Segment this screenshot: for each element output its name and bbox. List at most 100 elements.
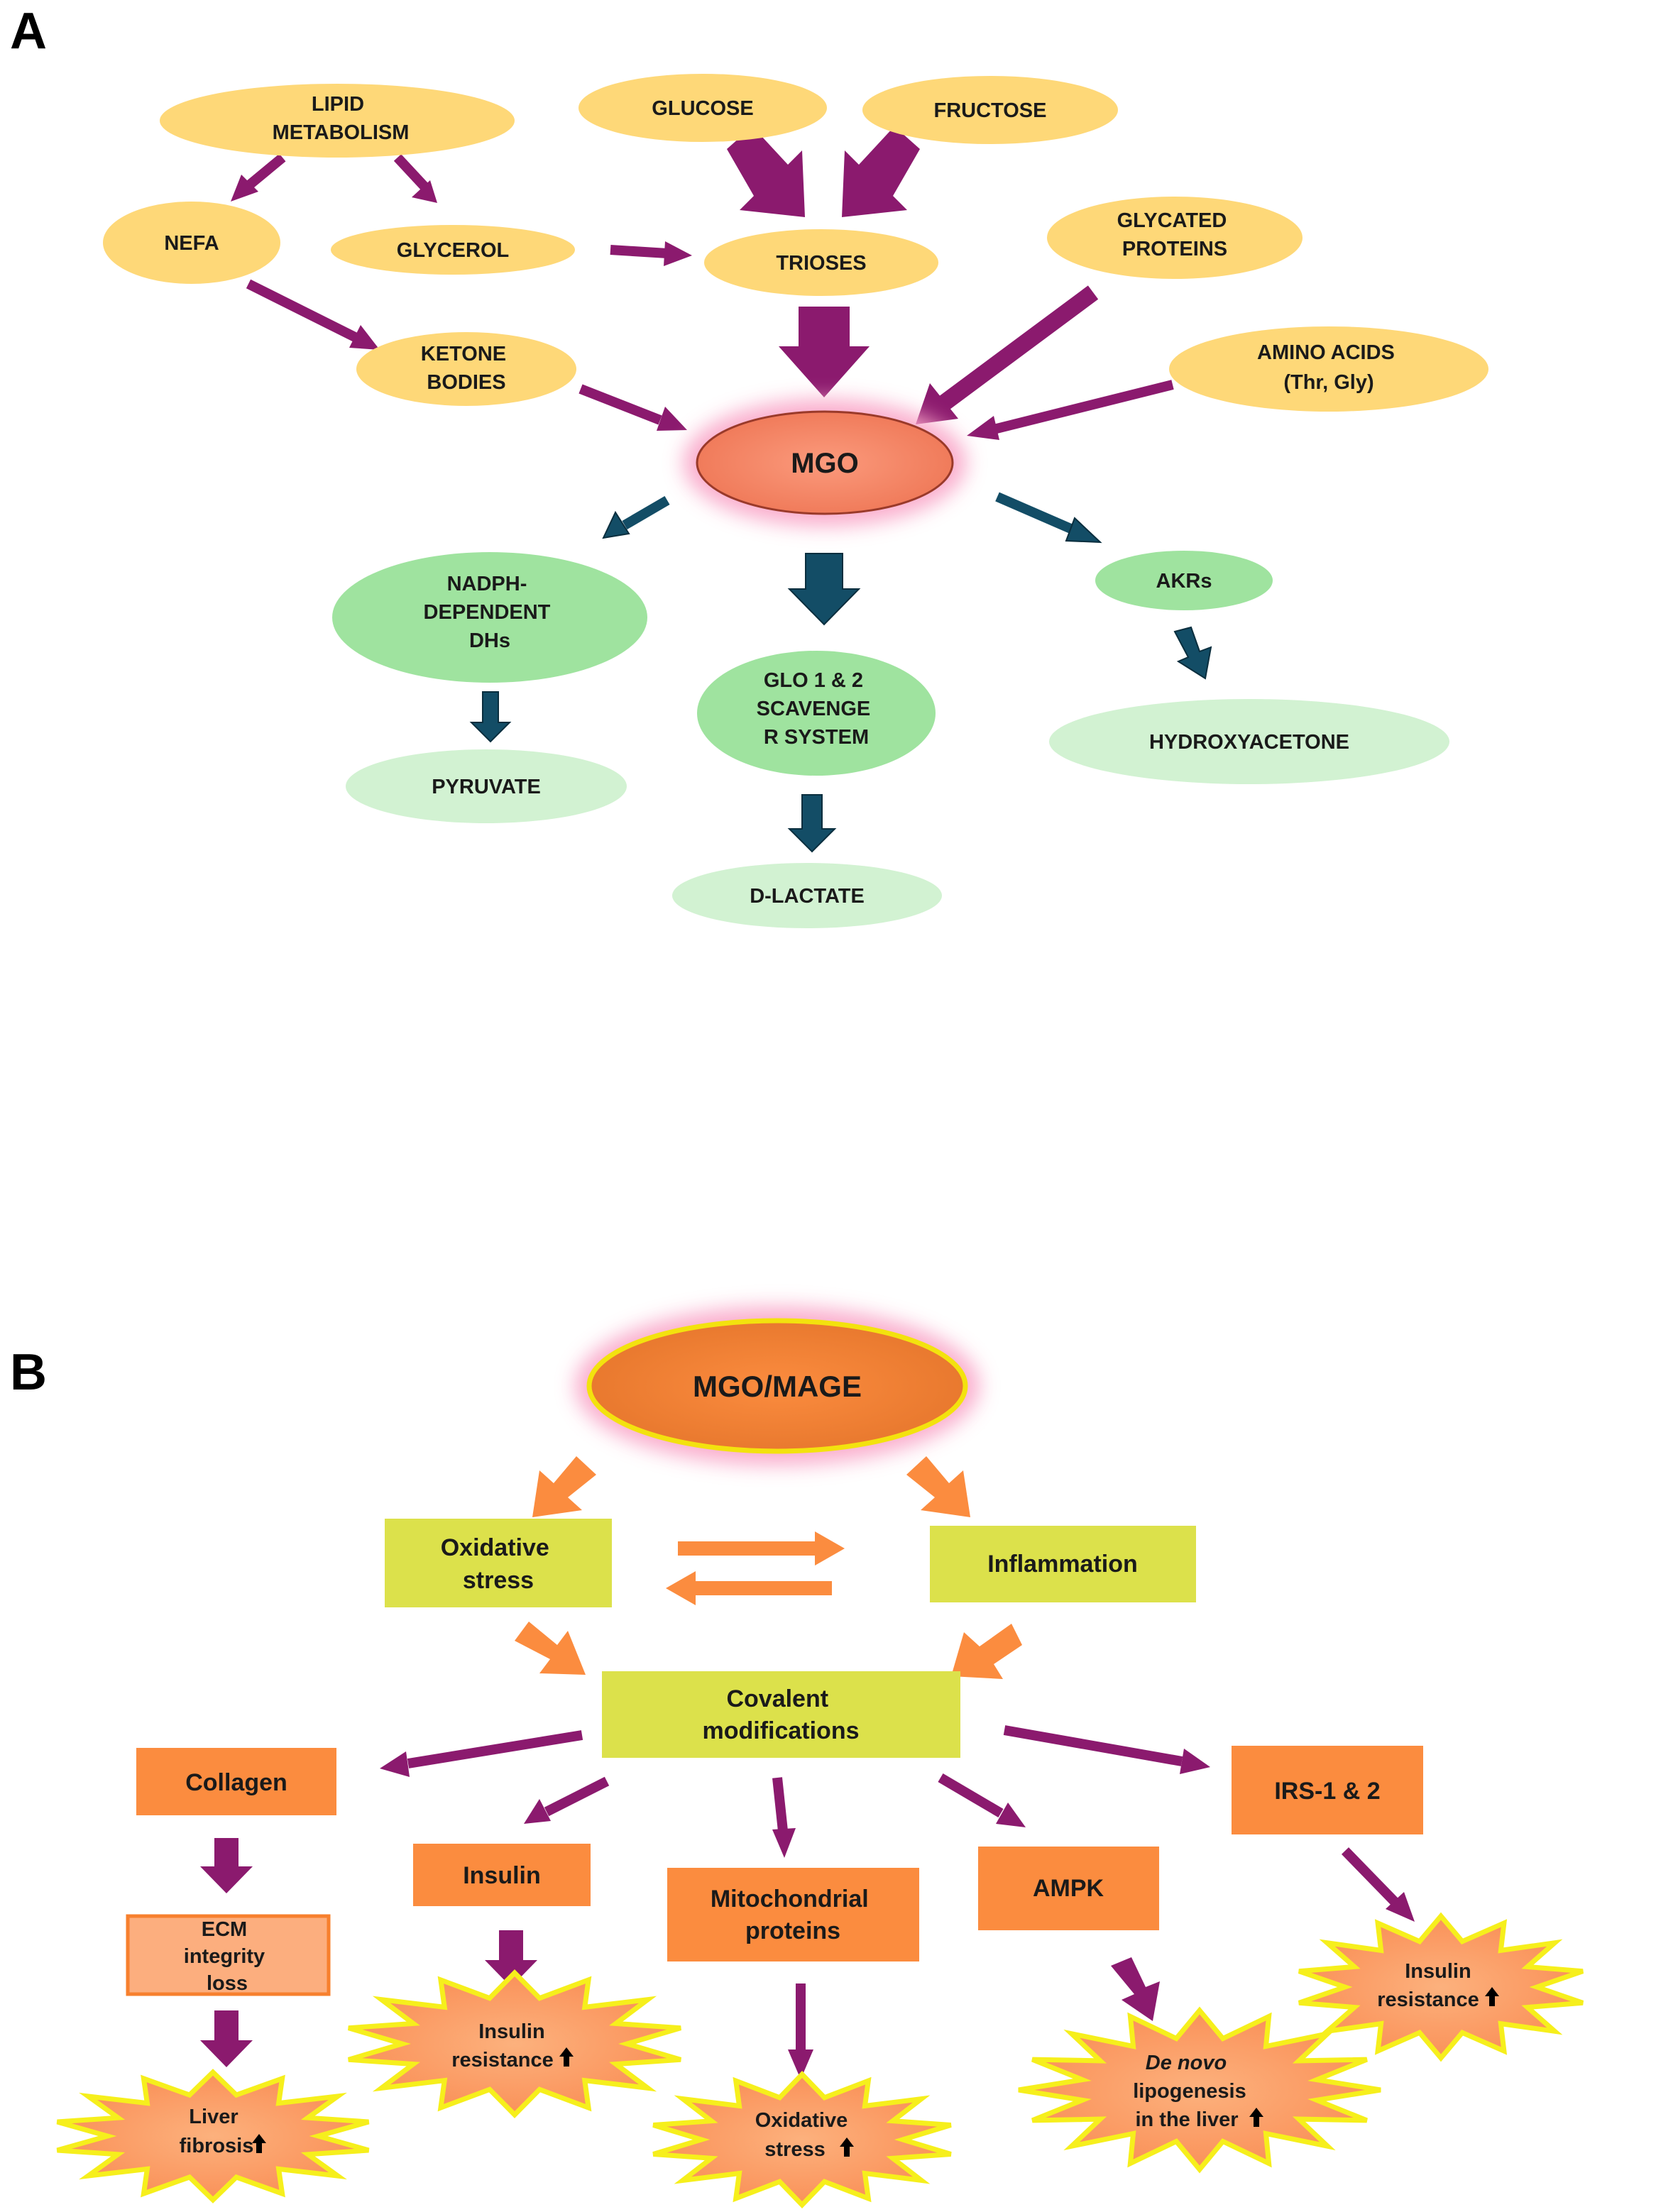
node-mitochondrial-proteins-label: Mitochondrial proteins bbox=[711, 1886, 875, 1944]
panel-b-nodes: MGO/MAGE Oxidative stress Inflammation C… bbox=[56, 1306, 1584, 2209]
outcome-insulin-resistance-insulin-up-icon bbox=[559, 2047, 574, 2067]
node-glo-scavenger-label: GLO 1 & 2 SCAVENGE R SYSTEM bbox=[757, 669, 877, 749]
node-mgo-mage-label: MGO/MAGE bbox=[693, 1370, 862, 1403]
arrow-mgo-glo bbox=[787, 553, 861, 626]
node-d-lactate-label: D-LACTATE bbox=[750, 885, 865, 908]
arrow-infl-to-ox bbox=[666, 1571, 832, 1605]
arrow-covalent-insulin-head bbox=[524, 1799, 551, 1824]
node-fructose-label: FRUCTOSE bbox=[934, 99, 1047, 122]
arrow-insulin-ir bbox=[485, 1930, 537, 1987]
arrow-glo-dlactate bbox=[787, 794, 837, 853]
node-nefa-label: NEFA bbox=[164, 232, 219, 255]
arrow-glycated-mgo bbox=[938, 285, 1099, 410]
node-oxidative-stress-label: Oxidative stress bbox=[441, 1534, 556, 1594]
node-insulin bbox=[413, 1844, 591, 1906]
arrow-collagen-ecm bbox=[200, 1838, 253, 1893]
arrow-covalent-irs bbox=[1003, 1725, 1183, 1766]
arrow-inflammation-covalent bbox=[951, 1624, 1022, 1679]
node-glucose bbox=[578, 74, 827, 142]
node-collagen-label: Collagen bbox=[185, 1769, 287, 1796]
node-ampk-label: AMPK bbox=[1033, 1875, 1104, 1902]
node-covalent-modifications-label: Covalent modifications bbox=[702, 1685, 859, 1744]
arrow-amino-mgo bbox=[992, 380, 1174, 434]
arrow-lipid-glycerol-head bbox=[412, 180, 437, 203]
outcome-liver-fibrosis-up-icon bbox=[252, 2134, 266, 2153]
node-glycerol-label: GLYCEROL bbox=[397, 239, 509, 262]
node-ampk bbox=[978, 1847, 1159, 1930]
node-ecm-integrity-loss bbox=[126, 1914, 331, 1996]
node-glucose-label: GLUCOSE bbox=[652, 97, 753, 120]
node-trioses-label: TRIOSES bbox=[776, 252, 866, 275]
panel-b-arrows bbox=[200, 1456, 1415, 2079]
node-insulin-label: Insulin bbox=[463, 1862, 541, 1889]
node-glycated-proteins-label: GLYCATED PROTEINS bbox=[1117, 209, 1233, 260]
outcome-liver-fibrosis-label: Liver fibrosis bbox=[180, 2106, 254, 2157]
node-mgo-label: MGO bbox=[791, 448, 859, 479]
node-amino-acids-label: AMINO ACIDS (Thr, Gly) bbox=[1257, 341, 1400, 394]
outcome-de-novo-lipogenesis-up-icon bbox=[1249, 2108, 1263, 2127]
node-amino-acids bbox=[1169, 326, 1488, 412]
arrow-mage-oxidative bbox=[532, 1456, 596, 1517]
outcome-liver-fibrosis bbox=[56, 2069, 370, 2203]
node-trioses bbox=[704, 229, 938, 296]
arrow-covalent-collagen bbox=[407, 1730, 583, 1768]
arrow-nefa-ketone bbox=[246, 279, 358, 342]
outcome-insulin-resistance-irs-label: Insulin resistance bbox=[1377, 1960, 1479, 2011]
node-akrs-label: AKRs bbox=[1156, 570, 1212, 593]
arrow-glycated-mgo-head bbox=[916, 383, 958, 424]
arrow-covalent-collagen-head bbox=[380, 1751, 410, 1777]
node-irs-label: IRS-1 & 2 bbox=[1274, 1778, 1380, 1805]
node-inflammation bbox=[930, 1526, 1196, 1602]
arrow-mgo-nadph-head bbox=[602, 510, 630, 539]
outcome-insulin-resistance-irs bbox=[1298, 1912, 1584, 2062]
node-nefa bbox=[103, 202, 280, 284]
node-ketone-bodies bbox=[356, 332, 576, 406]
arrow-lipid-nefa-head bbox=[231, 175, 258, 202]
panel-b-label: B bbox=[10, 1344, 47, 1401]
arrow-covalent-irs-head bbox=[1180, 1749, 1210, 1774]
arrow-irs-ir bbox=[1341, 1847, 1399, 1905]
arrow-lipid-glycerol bbox=[393, 154, 430, 192]
arrow-glucose-trioses bbox=[727, 126, 805, 217]
panel-a-label: A bbox=[10, 3, 47, 60]
outcome-insulin-resistance-insulin bbox=[348, 1969, 681, 2118]
node-inflammation-label: Inflammation bbox=[987, 1551, 1138, 1578]
node-pyruvate bbox=[346, 749, 627, 823]
node-mgo bbox=[696, 410, 954, 515]
arrow-mgo-nadph bbox=[622, 495, 670, 530]
node-glo-scavenger bbox=[697, 651, 936, 776]
node-oxidative-stress bbox=[385, 1519, 612, 1607]
outcome-de-novo-lipogenesis-label: De novo lipogenesis in the liver bbox=[1133, 2052, 1252, 2131]
node-irs bbox=[1232, 1746, 1423, 1834]
arrow-glycerol-trioses bbox=[610, 245, 668, 258]
outcome-insulin-resistance-insulin-label: Insulin resistance bbox=[451, 2020, 554, 2071]
arrow-mgo-akrs bbox=[995, 492, 1081, 537]
node-fructose bbox=[862, 76, 1118, 144]
arrow-ecm-fibrosis bbox=[200, 2010, 253, 2067]
node-hydroxyacetone-label: HYDROXYACETONE bbox=[1149, 731, 1349, 754]
arrow-trioses-mgo bbox=[779, 307, 870, 397]
node-lipid-metabolism-label: LIPID METABOLISM bbox=[273, 93, 410, 144]
arrow-mage-inflammation bbox=[906, 1456, 970, 1517]
arrow-glycerol-trioses-head bbox=[664, 241, 692, 266]
arrow-amino-mgo-head bbox=[967, 416, 999, 440]
node-nadph-dhs-label: NADPH- DEPENDENT DHs bbox=[424, 573, 556, 652]
node-pyruvate-label: PYRUVATE bbox=[432, 776, 541, 798]
arrow-ketone-mgo-head bbox=[657, 407, 687, 431]
arrow-ox-to-infl bbox=[678, 1531, 845, 1566]
node-covalent-modifications bbox=[602, 1671, 960, 1758]
arrow-covalent-mito-head bbox=[772, 1828, 796, 1858]
node-mitochondrial-proteins bbox=[667, 1868, 919, 1961]
node-collagen bbox=[136, 1748, 336, 1815]
arrow-mgo-akrs-head bbox=[1065, 517, 1102, 544]
arrow-covalent-mito bbox=[772, 1777, 788, 1832]
outcome-insulin-resistance-irs-up-icon bbox=[1485, 1987, 1499, 2006]
panel-a-arrows bbox=[231, 126, 1212, 853]
arrow-irs-ir-head bbox=[1386, 1892, 1415, 1922]
node-nadph-dhs bbox=[332, 552, 647, 683]
arrow-covalent-insulin bbox=[544, 1776, 610, 1817]
node-hydroxyacetone bbox=[1049, 699, 1449, 784]
node-mgo-mage bbox=[586, 1318, 968, 1454]
arrow-akrs-hydroxy bbox=[1173, 626, 1212, 680]
